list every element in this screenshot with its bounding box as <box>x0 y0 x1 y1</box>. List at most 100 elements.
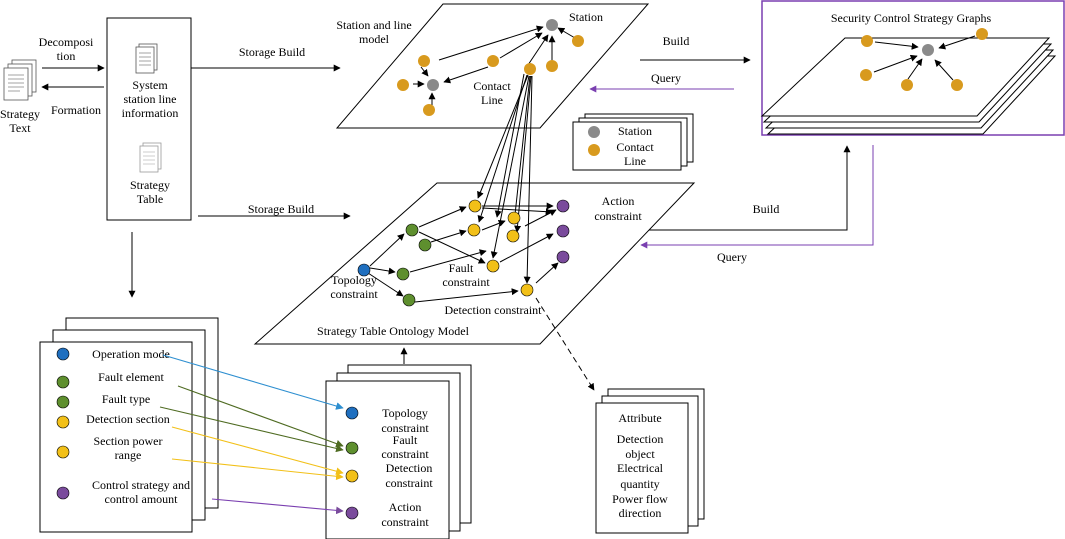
system-info-label-1: System <box>132 78 168 92</box>
legend-card <box>572 113 694 171</box>
table-item-5-label-1: Section power <box>94 434 163 448</box>
attribute-line-4: Electrical <box>617 461 664 475</box>
query-right-label: Query <box>717 250 747 264</box>
constraint-item-2-node <box>345 441 359 455</box>
attribute-card-stack <box>595 388 705 534</box>
constraint-item-1-label-2: constraint <box>381 421 429 435</box>
graphs-edges <box>873 35 976 81</box>
ontology-detection-node-1 <box>468 199 482 213</box>
graphs-title: Security Control Strategy Graphs <box>831 11 992 25</box>
contact-node-1 <box>418 55 430 67</box>
station-node-top <box>546 19 558 31</box>
mapping-line-2 <box>177 385 344 448</box>
mapping-lines <box>159 354 344 515</box>
system-info-label-2: station line <box>124 92 177 106</box>
constraint-item-4-label-2: constraint <box>381 515 429 529</box>
formation-label: Formation <box>51 103 101 117</box>
contact-node-3 <box>423 104 435 116</box>
ontology-fault-node-2 <box>418 238 432 252</box>
constraint-item-4-node <box>345 506 359 520</box>
strategy-text-label-2: Text <box>9 121 31 135</box>
contact-line-label-2: Line <box>481 93 503 107</box>
constraint-card-items: TopologyconstraintFaultconstraintDetecti… <box>345 406 433 529</box>
table-item-2-node <box>56 375 70 389</box>
constraint-item-3-label-2: constraint <box>385 476 433 490</box>
attribute-line-2: Detection <box>617 432 664 446</box>
ontology-detection-node-3 <box>507 211 521 225</box>
constraint-item-2-label-2: constraint <box>381 447 429 461</box>
fault-constraint-label-2: constraint <box>442 275 490 289</box>
constraint-item-4-label-1: Action <box>389 500 422 514</box>
ontology-fault-node-3 <box>396 267 410 281</box>
mapping-line-4 <box>171 426 344 475</box>
graph-contact-node-4 <box>901 79 913 91</box>
graph-contact-node-5 <box>951 79 963 91</box>
legend-contact-label-1: Contact <box>616 140 654 154</box>
station-model-title-1: Station and line <box>336 18 411 32</box>
legend-station-label: Station <box>618 124 652 138</box>
build-right-arrow <box>630 145 851 231</box>
contact-node-7 <box>572 35 584 47</box>
table-item-3-label-1: Fault type <box>102 392 150 406</box>
constraint-item-3-node <box>345 469 359 483</box>
table-item-6-label-1: Control strategy and <box>92 478 190 492</box>
ontology-fault-node-4 <box>402 293 416 307</box>
constraint-card-stack <box>325 364 472 539</box>
strategy-table-label-2: Table <box>137 192 163 206</box>
graph-contact-node-3 <box>860 69 872 81</box>
mapping-line-1 <box>162 354 344 410</box>
constraint-item-1-label-1: Topology <box>382 406 428 420</box>
graph-station-node <box>922 44 934 56</box>
build-right-label: Build <box>753 202 780 216</box>
cross-plane-edges <box>477 73 533 284</box>
table-item-5-node <box>56 445 70 459</box>
system-info-doc-icon <box>135 43 158 74</box>
storage-build-top-label: Storage Build <box>239 45 305 59</box>
table-item-6-node <box>56 486 70 500</box>
attribute-line-7: direction <box>619 506 662 520</box>
table-item-2-label-1: Fault element <box>98 370 164 384</box>
constraint-item-1-node <box>345 406 359 420</box>
ontology-action-node-3 <box>556 250 570 264</box>
strategy-text-label-1: Strategy <box>0 107 40 121</box>
attribute-card-text: AttributeDetectionobjectElectricalquanti… <box>612 411 668 520</box>
table-item-1-node <box>56 347 70 361</box>
decomposition-label-2: tion <box>57 49 76 63</box>
storage-build-mid-label: Storage Build <box>248 202 314 216</box>
contact-line-label-1: Contact <box>473 79 511 93</box>
system-info-label-3: information <box>122 106 179 120</box>
mapping-line-5 <box>171 458 344 481</box>
strategy-table-label-1: Strategy <box>130 178 170 192</box>
ontology-fault-node-1 <box>405 223 419 237</box>
attribute-line-5: quantity <box>620 477 659 491</box>
ontology-title: Strategy Table Ontology Model <box>317 324 470 338</box>
legend-contact-node <box>588 144 600 156</box>
contact-node-2 <box>397 79 409 91</box>
build-top-label: Build <box>663 34 690 48</box>
decomposition-label-1: Decomposi <box>39 35 94 49</box>
legend-station-node <box>588 126 600 138</box>
ontology-action-node-2 <box>556 224 570 238</box>
table-item-1-label-1: Operation mode <box>92 347 170 361</box>
graph-contact-node-2 <box>976 28 988 40</box>
ontology-detection-node-6 <box>520 283 534 297</box>
topology-constraint-label-2: constraint <box>330 287 378 301</box>
station-node-left <box>427 79 439 91</box>
station-label: Station <box>569 10 603 24</box>
ontology-detection-node-5 <box>486 259 500 273</box>
fault-constraint-label-1: Fault <box>449 261 474 275</box>
attribute-line-1: Attribute <box>618 411 661 425</box>
contact-node-5 <box>524 63 536 75</box>
constraint-item-2-label-1: Fault <box>393 433 418 447</box>
table-item-4-label-1: Detection section <box>86 412 170 426</box>
table-card-stack <box>39 317 219 533</box>
mapping-line-3 <box>159 406 344 453</box>
ontology-edges <box>367 202 559 303</box>
ontology-action-node-1 <box>556 199 570 213</box>
dashed-to-attribute <box>535 297 595 391</box>
query-top-label: Query <box>651 71 681 85</box>
action-constraint-label-1: Action <box>602 194 635 208</box>
